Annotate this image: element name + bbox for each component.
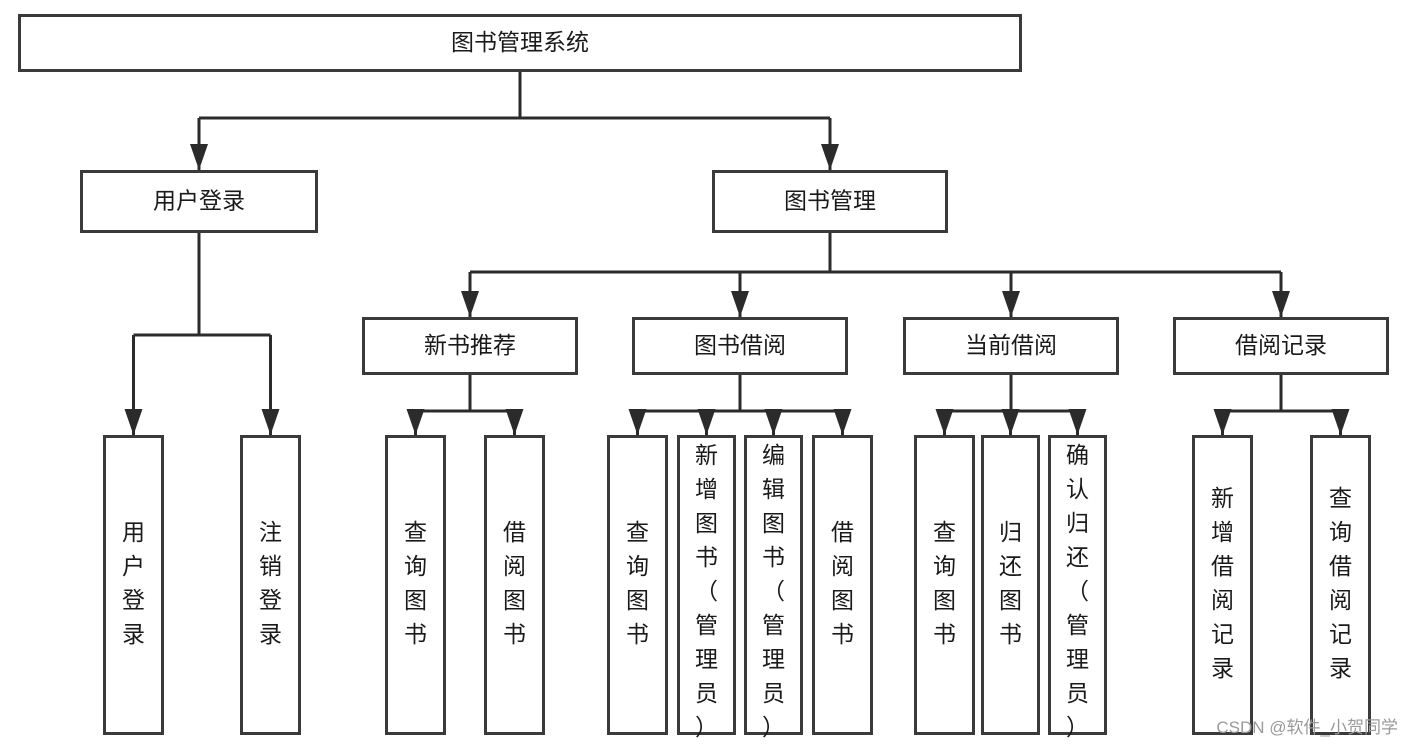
node-box (812, 435, 873, 735)
arrow-head-icon (1068, 409, 1087, 435)
node-box (1048, 435, 1107, 735)
node-leaf-return-book[interactable]: 归还图书 (981, 435, 1040, 735)
node-box (607, 435, 668, 735)
node-leaf-query-book-3[interactable]: 查询图书 (914, 435, 975, 735)
node-label: 借阅图书 (831, 519, 854, 647)
node-box (240, 435, 301, 735)
node-box (903, 317, 1119, 375)
node-box (677, 435, 736, 735)
node-box (981, 435, 1040, 735)
node-label: 查询图书 (626, 519, 649, 647)
node-label: 图书管理系统 (451, 29, 589, 55)
arrow-head-icon (833, 409, 852, 435)
node-leaf-add-record[interactable]: 新增借阅记录 (1192, 435, 1253, 735)
node-label: 查询图书 (933, 519, 956, 647)
node-leaf-confirm-return[interactable]: 确认归还（管理员） (1048, 435, 1107, 741)
arrow-head-icon (1213, 409, 1232, 435)
node-box (914, 435, 975, 735)
node-leaf-edit-book[interactable]: 编辑图书（管理员） (744, 435, 803, 741)
node-label: 新增图书（管理员） (695, 442, 718, 740)
node-label: 用户登录 (153, 188, 245, 214)
node-label: 查询图书 (404, 519, 427, 647)
node-label: 图书管理 (784, 188, 876, 214)
arrow-head-icon (261, 409, 280, 435)
node-box (632, 317, 848, 375)
arrow-head-icon (821, 144, 839, 170)
node-box (484, 435, 545, 735)
node-leaf-query-book-1[interactable]: 查询图书 (385, 435, 446, 735)
arrow-head-icon (505, 409, 524, 435)
node-box (712, 170, 948, 233)
arrow-head-icon (1002, 291, 1020, 317)
node-leaf-borrow-book-2[interactable]: 借阅图书 (812, 435, 873, 735)
node-leaf-query-record[interactable]: 查询借阅记录 (1310, 435, 1371, 735)
node-leaf-user-login[interactable]: 用户登录 (103, 435, 164, 735)
node-label: 图书借阅 (694, 332, 786, 358)
arrow-head-icon (124, 409, 143, 435)
watermark-label: CSDN @软件_小贺同学 (1216, 718, 1398, 737)
node-box (744, 435, 803, 735)
node-box (1310, 435, 1371, 735)
arrow-head-icon (935, 409, 954, 435)
node-label: 借阅图书 (503, 519, 526, 647)
node-user-login[interactable]: 用户登录 (80, 170, 318, 233)
arrow-head-icon (1272, 291, 1290, 317)
node-label: 确认归还（管理员） (1066, 442, 1089, 740)
nodes-layer: 图书管理系统用户登录图书管理新书推荐图书借阅当前借阅借阅记录用户登录注销登录查询… (18, 14, 1389, 741)
node-book-manage[interactable]: 图书管理 (712, 170, 948, 233)
arrow-head-icon (628, 409, 647, 435)
node-current-borrow[interactable]: 当前借阅 (903, 317, 1119, 375)
node-box (80, 170, 318, 233)
node-leaf-query-book-2[interactable]: 查询图书 (607, 435, 668, 735)
node-box (385, 435, 446, 735)
node-label: 当前借阅 (965, 332, 1057, 358)
connectors-layer (124, 72, 1350, 435)
arrow-head-icon (731, 291, 749, 317)
node-label: 新增借阅记录 (1211, 485, 1234, 681)
arrow-head-icon (1001, 409, 1020, 435)
arrow-head-icon (764, 409, 783, 435)
node-label: 归还图书 (999, 519, 1022, 647)
arrow-head-icon (461, 291, 479, 317)
node-box (18, 14, 1022, 72)
node-label: 注销登录 (259, 519, 282, 647)
node-borrow-record[interactable]: 借阅记录 (1173, 317, 1389, 375)
arrow-head-icon (697, 409, 716, 435)
node-leaf-borrow-book-1[interactable]: 借阅图书 (484, 435, 545, 735)
node-label: 编辑图书（管理员） (762, 442, 785, 740)
node-box (103, 435, 164, 735)
node-label: 新书推荐 (424, 332, 516, 358)
arrow-head-icon (1331, 409, 1350, 435)
node-box (362, 317, 578, 375)
node-leaf-logout[interactable]: 注销登录 (240, 435, 301, 735)
node-label: 用户登录 (122, 519, 145, 647)
node-book-borrow[interactable]: 图书借阅 (632, 317, 848, 375)
arrow-head-icon (406, 409, 425, 435)
node-label: 借阅记录 (1235, 332, 1327, 358)
node-box (1192, 435, 1253, 735)
node-root[interactable]: 图书管理系统 (18, 14, 1022, 72)
node-box (1173, 317, 1389, 375)
node-label: 查询借阅记录 (1329, 485, 1352, 681)
node-new-book-recommend[interactable]: 新书推荐 (362, 317, 578, 375)
arrow-head-icon (190, 144, 208, 170)
node-leaf-add-book[interactable]: 新增图书（管理员） (677, 435, 736, 741)
